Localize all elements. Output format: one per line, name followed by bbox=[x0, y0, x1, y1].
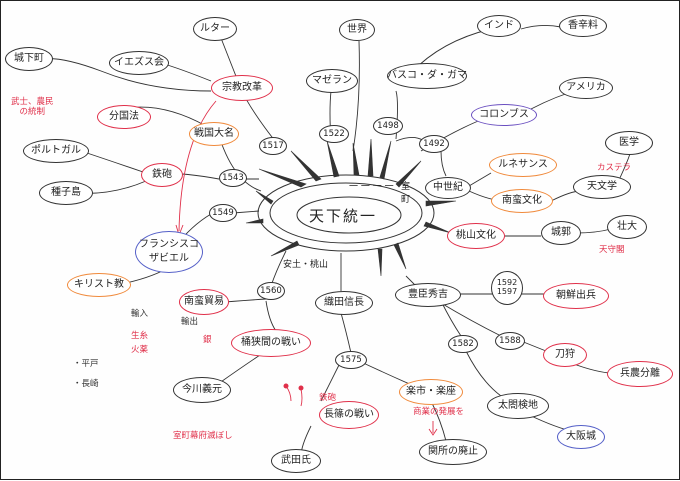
node-chosen-shuppei: 朝鮮出兵 bbox=[543, 283, 609, 309]
outer-oval bbox=[257, 174, 435, 252]
ray bbox=[290, 150, 322, 182]
year-1522: 1522 bbox=[319, 125, 349, 143]
ray bbox=[393, 242, 407, 270]
node-christianity: キリスト教 bbox=[67, 273, 131, 297]
note-imagawa-sub: 室町幕府滅ぼし bbox=[173, 431, 233, 441]
node-heino-bunri: 兵農分離 bbox=[607, 361, 673, 387]
note-tenshukaku: 天守閣 bbox=[599, 245, 625, 255]
node-medicine: 医学 bbox=[605, 131, 653, 155]
node-grand: 壮大 bbox=[607, 215, 647, 239]
node-firearms: 鉄砲 bbox=[141, 163, 183, 187]
year-1597: 1597 bbox=[496, 287, 518, 296]
year-1575: 1575 bbox=[335, 351, 367, 369]
middle-oval bbox=[269, 182, 423, 244]
node-imagawa: 今川義元 bbox=[173, 377, 231, 403]
year-1517: 1517 bbox=[259, 137, 287, 155]
year-1592-1597: 1592 1597 bbox=[491, 271, 523, 305]
node-castle-town: 城下町 bbox=[5, 47, 53, 71]
ray bbox=[326, 140, 340, 178]
note-import-item2: 火薬 bbox=[131, 345, 149, 355]
node-oda: 織田信長 bbox=[315, 291, 373, 315]
ray bbox=[425, 200, 457, 207]
year-1592: 1592 bbox=[496, 278, 518, 288]
note-nagashima: ・長崎 bbox=[73, 379, 99, 389]
node-taiko-kenchi: 太閤検地 bbox=[487, 393, 549, 419]
year-1492: 1492 bbox=[419, 135, 449, 153]
note-teppo-small: 鉄砲 bbox=[319, 393, 337, 403]
node-nagashino: 長篠の戦い bbox=[319, 401, 379, 429]
node-martin-luther: ルター bbox=[193, 17, 237, 41]
xavier-line2: ザビエル bbox=[149, 253, 189, 264]
node-castles: 城郭 bbox=[541, 221, 581, 245]
node-magellan: マゼラン bbox=[306, 69, 358, 93]
node-xavier: フランシスコ ザビエル bbox=[135, 231, 203, 273]
node-sengoku-daimyo: 戦国大名 bbox=[189, 122, 239, 146]
ray bbox=[245, 218, 264, 224]
red-arrow-path bbox=[178, 100, 217, 232]
node-katanagari: 刀狩 bbox=[543, 343, 587, 367]
year-1582: 1582 bbox=[448, 335, 478, 353]
center-title: 天下統一 bbox=[309, 207, 378, 225]
note-merchants: 商業の発展を bbox=[413, 407, 465, 417]
year-1543: 1543 bbox=[219, 169, 247, 187]
ray bbox=[352, 142, 360, 176]
year-1588: 1588 bbox=[495, 332, 525, 350]
node-rakuichi: 楽市・楽座 bbox=[399, 379, 463, 405]
note-hirado: ・平戸 bbox=[73, 359, 99, 369]
year-1498: 1498 bbox=[373, 117, 403, 135]
year-1549: 1549 bbox=[209, 204, 237, 222]
node-jesuits: イエズス会 bbox=[109, 51, 169, 75]
node-okehazama: 桶狭間の戦い bbox=[231, 329, 311, 357]
node-vasco: バスコ・ダ・ガマ bbox=[387, 63, 467, 89]
node-america: アメリカ bbox=[559, 77, 613, 99]
ray bbox=[255, 190, 274, 205]
inner-oval bbox=[296, 196, 402, 234]
node-sekisho: 関所の廃止 bbox=[419, 439, 487, 465]
note-import-item1: 生糸 bbox=[131, 331, 149, 341]
era-arrow: 一 一 一 一 bbox=[349, 182, 394, 192]
ray bbox=[367, 138, 374, 177]
node-india: インド bbox=[477, 15, 521, 37]
ray bbox=[258, 168, 307, 188]
node-portugal: ポルトガル bbox=[23, 139, 89, 163]
year-1560: 1560 bbox=[257, 282, 285, 300]
ray bbox=[270, 240, 300, 257]
note-castella: カステラ bbox=[597, 163, 632, 173]
node-columbus: コロンブス bbox=[471, 104, 537, 126]
node-nanban-culture: 南蛮文化 bbox=[491, 189, 553, 213]
ray bbox=[395, 160, 422, 188]
node-middle-ages: 中世紀 bbox=[425, 177, 471, 199]
ray bbox=[377, 248, 383, 277]
node-spice: 香辛料 bbox=[559, 15, 607, 37]
ray bbox=[423, 221, 452, 234]
xavier-line1: フランシスコ bbox=[139, 239, 199, 250]
era-muromachi: 室町 bbox=[401, 182, 411, 205]
node-takeda: 武田氏 bbox=[271, 449, 321, 473]
node-world: 世界 bbox=[339, 19, 375, 41]
node-nanban-trade: 南蛮貿易 bbox=[179, 289, 229, 315]
note-daimyo-rule-line2: の統制 bbox=[19, 107, 46, 118]
note-daimyo-rule: 武士、農民 の統制 bbox=[11, 97, 54, 117]
era-azuchi-momoyama: 安土・桃山 bbox=[283, 260, 329, 270]
note-silver: 銀 bbox=[203, 335, 212, 345]
note-daimyo-rule-line1: 武士、農民 bbox=[11, 97, 54, 107]
note-import: 輸入 bbox=[131, 309, 149, 319]
note-export: 輸出 bbox=[181, 317, 199, 327]
node-osaka-castle: 大阪城 bbox=[557, 425, 605, 449]
node-renaissance: ルネサンス bbox=[489, 153, 557, 177]
node-bunkokuho: 分国法 bbox=[97, 105, 151, 129]
node-toyotomi: 豊臣秀吉 bbox=[395, 283, 461, 307]
node-astronomy: 天文学 bbox=[573, 175, 631, 199]
ray bbox=[379, 140, 392, 180]
node-tanegashima: 種子島 bbox=[39, 181, 93, 205]
node-religious-reform: 宗教改革 bbox=[211, 75, 273, 101]
node-momoyama-culture: 桃山文化 bbox=[447, 223, 505, 249]
